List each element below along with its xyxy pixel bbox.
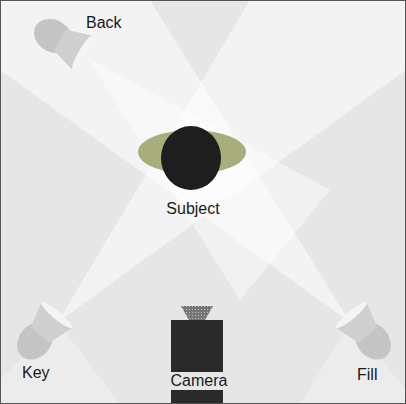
key-lamp xyxy=(7,299,75,369)
fill-beam xyxy=(0,0,350,322)
camera-lens xyxy=(181,306,213,322)
label-text: Subject xyxy=(166,200,219,218)
fill-lamp xyxy=(333,299,401,369)
back-beam xyxy=(88,58,330,300)
camera-body xyxy=(171,320,223,404)
label-text: Fill xyxy=(357,366,377,384)
label-text: Key xyxy=(22,364,50,382)
label-text: Camera xyxy=(169,372,230,390)
subject-head xyxy=(161,126,221,190)
back-lamp xyxy=(26,9,96,73)
label-text: Back xyxy=(86,14,122,32)
